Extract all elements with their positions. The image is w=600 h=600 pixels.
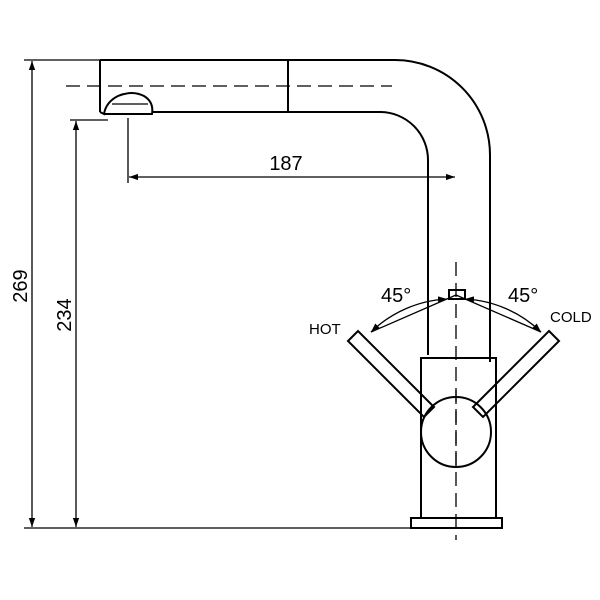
center-lines [66, 85, 457, 540]
cold-label: COLD [550, 309, 592, 326]
total-height-label: 269 [10, 269, 32, 302]
dimension-lines: 269 234 187 [10, 59, 455, 529]
cold-angle-label: 45° [508, 285, 538, 307]
spout-outer-edge [100, 59, 491, 362]
hot-angle-label: 45° [381, 285, 411, 307]
spout-height-label: 234 [54, 298, 76, 331]
hot-label: HOT [309, 321, 341, 338]
faucet-outline [99, 59, 561, 529]
angle-indicators: 45° 45° HOT COLD [309, 285, 592, 338]
spout-inner-edge [152, 111, 429, 355]
aerator-nozzle [99, 92, 154, 116]
cold-lever [471, 329, 561, 419]
cartridge-cap [448, 289, 466, 300]
reach-label: 187 [269, 153, 302, 175]
hot-lever [346, 329, 436, 419]
mixer-body [420, 357, 497, 519]
hot-angle-arc [370, 296, 448, 333]
cold-angle-arc [464, 296, 542, 333]
